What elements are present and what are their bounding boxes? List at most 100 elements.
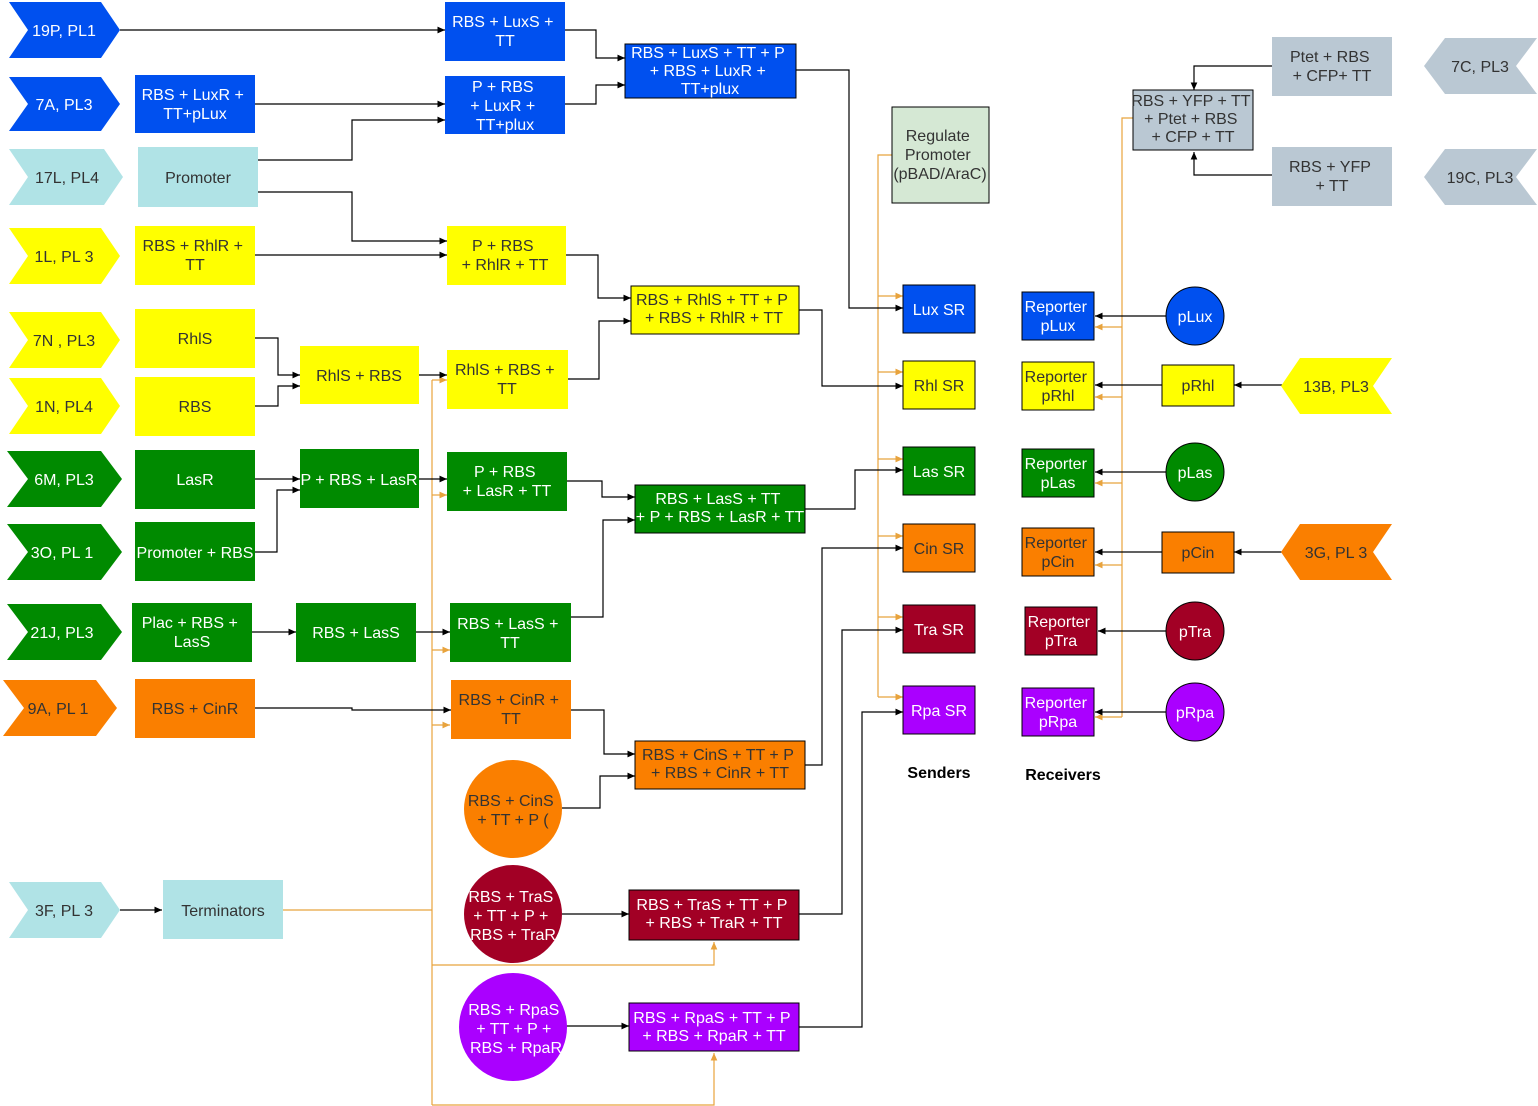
box-rhls[interactable]: RhlS bbox=[135, 309, 255, 368]
tag-17l[interactable]: 17L, PL4 bbox=[9, 149, 123, 205]
connector-rpa-full-to-rpa-sr bbox=[799, 708, 903, 1028]
connector-to-rpa-full bbox=[432, 1053, 718, 1106]
tag-1l[interactable]: 1L, PL 3 bbox=[9, 228, 120, 284]
connector-rbs-cinr-tt-to-cin-full bbox=[571, 709, 635, 758]
tag-3o-label: 3O, PL 1 bbox=[31, 545, 94, 562]
tag-19c[interactable]: 19C, PL3 bbox=[1424, 149, 1537, 205]
box-rbs-luxr-ttplux[interactable]: RBS + LuxR + TT+pLux bbox=[135, 75, 255, 133]
box-rbs-lass[interactable]: RBS + LasS bbox=[296, 603, 416, 662]
box-rbs-luxs-tt[interactable]: RBS + LuxS + TT bbox=[445, 2, 565, 61]
reporter-pcin[interactable]: Reporter pCin bbox=[1021, 527, 1095, 577]
box-rbs-cinr[interactable]: RBS + CinR bbox=[135, 679, 255, 738]
tag-7n[interactable]: 7N , PL3 bbox=[9, 312, 120, 368]
promoter-prhl[interactable]: pRhl bbox=[1161, 364, 1235, 407]
connector-rbs-cinr-to-tt bbox=[255, 706, 451, 714]
box-rbs[interactable]: RBS bbox=[135, 377, 255, 436]
sender-rpa-sr[interactable]: Rpa SR bbox=[902, 685, 976, 735]
receivers-heading: Receivers bbox=[1025, 767, 1101, 784]
box-rpa-full-label: RBS + RpaS + TT + P + RBS + RpaR + TT bbox=[633, 1010, 794, 1045]
box-rhls-label: RhlS bbox=[178, 331, 213, 348]
box-p-rbs-luxr-ttplux[interactable]: P + RBS + LuxR + TT+plux bbox=[445, 76, 565, 134]
box-rbs-cinr-label: RBS + CinR bbox=[152, 701, 239, 718]
connector-lux-full-to-lux-sr bbox=[796, 69, 903, 312]
promoter-prpa[interactable]: pRpa bbox=[1165, 682, 1225, 742]
tag-3o[interactable]: 3O, PL 1 bbox=[7, 524, 122, 580]
tag-7a[interactable]: 7A, PL3 bbox=[9, 77, 120, 131]
box-las-full[interactable]: RBS + LasS + TT + P + RBS + LasR + TT bbox=[634, 484, 806, 534]
sender-tra-sr[interactable]: Tra SR bbox=[902, 604, 976, 654]
box-lux-full[interactable]: RBS + LuxS + TT + P + RBS + LuxR + TT+pl… bbox=[624, 43, 797, 99]
reporter-ptra-label: Reporter pTra bbox=[1028, 614, 1095, 650]
box-rhls-rbs[interactable]: RhlS + RBS bbox=[300, 346, 419, 404]
box-regulate-promoter[interactable]: Regulate Promoter (pBAD/AraC) bbox=[891, 106, 990, 204]
box-cin-full[interactable]: RBS + CinS + TT + P + RBS + CinR + TT bbox=[634, 740, 806, 790]
box-p-rbs-lasr[interactable]: P + RBS + LasR bbox=[300, 449, 419, 508]
tag-1n[interactable]: 1N, PL4 bbox=[9, 378, 120, 434]
box-tra-full[interactable]: RBS + TraS + TT + P + RBS + TraR + TT bbox=[628, 889, 800, 941]
tag-7c[interactable]: 7C, PL3 bbox=[1424, 38, 1537, 94]
circle-rpa[interactable]: RBS + RpaS + TT + P + RBS + RpaR bbox=[459, 973, 567, 1081]
box-p-rbs-lasr-tt[interactable]: P + RBS + LasR + TT bbox=[447, 452, 567, 511]
reporter-plas-label: Reporter pLas bbox=[1025, 456, 1092, 492]
circle-rbs-cins[interactable]: RBS + CinS + TT + P ( bbox=[464, 760, 562, 858]
reporter-plas[interactable]: Reporter pLas bbox=[1021, 448, 1095, 498]
connector-to-tra-full bbox=[432, 942, 718, 966]
box-p-rbs-lasr-tt-label: P + RBS + LasR + TT bbox=[463, 464, 552, 500]
promoter-pcin[interactable]: pCin bbox=[1161, 531, 1235, 574]
box-rbs-luxr-ttplux-label: RBS + LuxR + TT+pLux bbox=[142, 87, 249, 123]
box-rhl-full[interactable]: RBS + RhlS + TT + P + RBS + RhlR + TT bbox=[630, 285, 800, 335]
reporter-prhl[interactable]: Reporter pRhl bbox=[1021, 361, 1095, 411]
tag-3g[interactable]: 3G, PL 3 bbox=[1281, 524, 1392, 580]
sender-las-sr[interactable]: Las SR bbox=[902, 446, 976, 496]
tag-13b[interactable]: 13B, PL3 bbox=[1281, 358, 1392, 414]
tag-19p-label: 19P, PL1 bbox=[32, 23, 96, 40]
sender-cin-sr[interactable]: Cin SR bbox=[902, 523, 976, 573]
tag-6m-label: 6M, PL3 bbox=[34, 472, 94, 489]
circle-tra[interactable]: RBS + TraS + TT + P + RBS + TraR bbox=[464, 865, 562, 963]
tag-19p[interactable]: 19P, PL1 bbox=[9, 2, 120, 58]
box-terminators[interactable]: Terminators bbox=[163, 880, 283, 939]
reporter-plux[interactable]: Reporter pLux bbox=[1021, 291, 1095, 341]
box-plac-rbs-lass[interactable]: Plac + RBS + LasS bbox=[132, 603, 252, 662]
box-p-rbs-rhlr-tt[interactable]: P + RBS + RhlR + TT bbox=[447, 226, 566, 285]
reporter-ptra[interactable]: Reporter pTra bbox=[1024, 606, 1098, 656]
box-ptet-rbs-cfp-tt[interactable]: Ptet + RBS + CFP+ TT bbox=[1272, 37, 1392, 96]
box-tra-full-label: RBS + TraS + TT + P + RBS + TraR + TT bbox=[636, 897, 791, 932]
sender-rhl-sr[interactable]: Rhl SR bbox=[902, 360, 976, 410]
box-rhls-rbs-tt[interactable]: RhlS + RBS + TT bbox=[447, 350, 568, 409]
tag-9a[interactable]: 9A, PL 1 bbox=[3, 680, 117, 736]
connector-rbs-lass-tt-to-las-full bbox=[571, 516, 635, 618]
promoter-plux[interactable]: pLux bbox=[1165, 286, 1225, 346]
tag-1n-label: 1N, PL4 bbox=[35, 399, 93, 416]
sender-rhl-sr-label: Rhl SR bbox=[914, 378, 965, 395]
box-rbs-cinr-tt[interactable]: RBS + CinR + TT bbox=[451, 680, 571, 739]
promoter-pcin-label: pCin bbox=[1182, 545, 1215, 562]
tag-21j-label: 21J, PL3 bbox=[30, 625, 93, 642]
reporter-bus-vertical bbox=[1121, 117, 1133, 717]
tag-21j[interactable]: 21J, PL3 bbox=[7, 604, 122, 660]
box-rbs-yfp-tt[interactable]: RBS + YFP + TT bbox=[1272, 147, 1392, 206]
tag-3f[interactable]: 3F, PL 3 bbox=[9, 882, 120, 938]
box-promoter[interactable]: Promoter bbox=[138, 147, 258, 207]
box-promoter-rbs[interactable]: Promoter + RBS bbox=[135, 522, 255, 581]
box-rpa-full[interactable]: RBS + RpaS + TT + P + RBS + RpaR + TT bbox=[628, 1002, 800, 1052]
box-rbs-rhlr-tt[interactable]: RBS + RhlR + TT bbox=[135, 226, 255, 285]
promoter-plas[interactable]: pLas bbox=[1165, 442, 1225, 502]
box-rhls-rbs-label: RhlS + RBS bbox=[316, 368, 402, 385]
reporter-prpa[interactable]: Reporter pRpa bbox=[1021, 687, 1095, 737]
box-rbs-yfp-tt-label: RBS + YFP + TT bbox=[1289, 159, 1375, 195]
sender-lux-sr[interactable]: Lux SR bbox=[902, 284, 976, 334]
circle-tra-label: RBS + TraS + TT + P + RBS + TraR bbox=[468, 889, 557, 944]
promoter-ptra[interactable]: pTra bbox=[1165, 601, 1225, 661]
connector-rhls-to-rhls-rbs bbox=[255, 337, 300, 379]
box-lasr[interactable]: LasR bbox=[135, 450, 255, 509]
tag-7c-label: 7C, PL3 bbox=[1451, 59, 1509, 76]
reporter-prpa-label: Reporter pRpa bbox=[1025, 695, 1092, 731]
tag-6m[interactable]: 6M, PL3 bbox=[7, 451, 122, 507]
box-p-rbs-luxr-ttplux-label: P + RBS + LuxR + TT+plux bbox=[470, 79, 539, 134]
connector-cins-circle-to-cin-full bbox=[562, 772, 635, 809]
box-rbs-lass-tt[interactable]: RBS + LasS + TT bbox=[450, 603, 571, 662]
box-yfp-cfp-full[interactable]: RBS + YFP + TT + Ptet + RBS + CFP + TT bbox=[1131, 89, 1254, 151]
box-lasr-label: LasR bbox=[176, 472, 213, 489]
